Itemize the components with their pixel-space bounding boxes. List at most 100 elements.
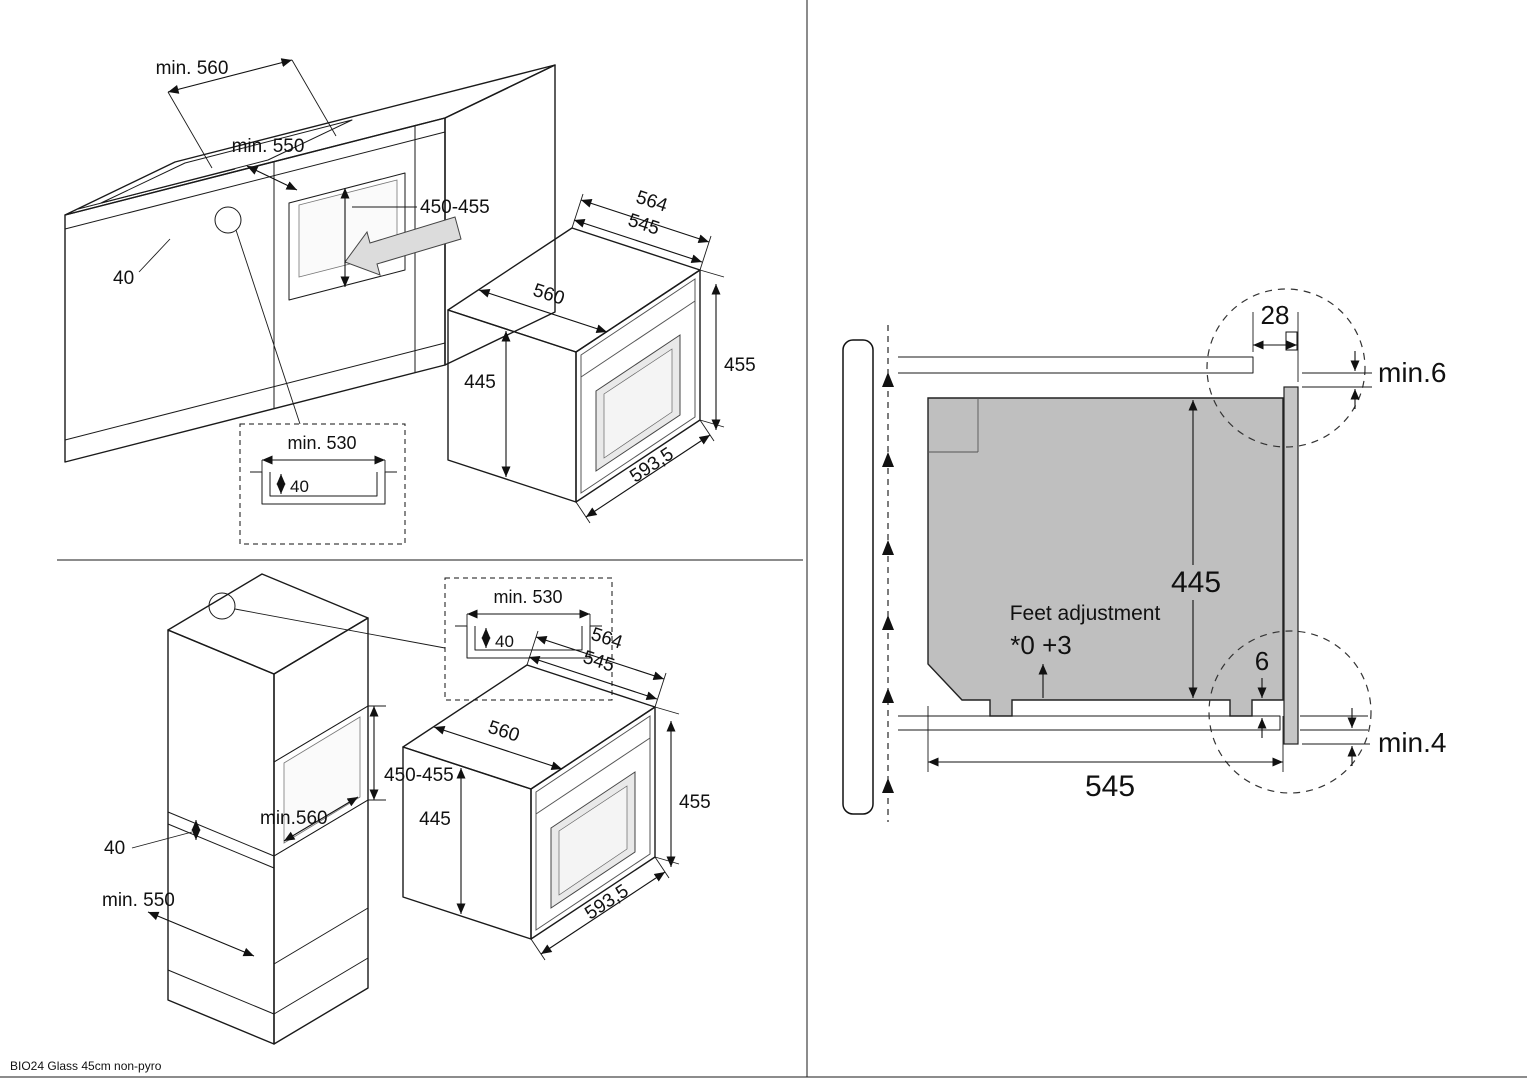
ext-line	[699, 269, 725, 278]
door-seam	[273, 907, 369, 965]
tall-cabinet-top-face	[167, 573, 369, 675]
ext-line	[654, 856, 670, 879]
detail-callout-circle	[208, 592, 236, 620]
rail-profile-inner	[269, 472, 378, 497]
oven-isometric-tall: 564 545 560 445 455 593,5	[402, 624, 711, 961]
dim-label-min550: min. 550	[232, 136, 305, 157]
inset-dim-min530: min. 530	[493, 587, 562, 607]
dim-line-560	[478, 288, 608, 334]
dim-label-545: 545	[1085, 770, 1135, 803]
feet-adjustment-range: *0 +3	[1010, 630, 1071, 660]
dim-line-min550	[246, 165, 298, 191]
dim-line-545	[528, 655, 658, 701]
model-footer-label: BIO24 Glass 45cm non-pyro	[10, 1059, 162, 1073]
airflow-arrow-icon	[882, 372, 894, 387]
dim-line-545	[573, 218, 703, 264]
base-cabinet-dimensions: min. 560 min. 550 450-455 40	[113, 58, 490, 289]
oven-dim-445: 445	[419, 809, 451, 830]
ext-line	[654, 856, 680, 865]
dim-line-5935	[540, 871, 666, 955]
ext-line	[575, 501, 591, 524]
oven-top-face	[447, 227, 701, 353]
cabinet-open-top	[100, 119, 353, 204]
oven-left-face	[447, 309, 577, 503]
oven-dim-560: 560	[485, 717, 522, 747]
oven-dim-445: 445	[464, 372, 496, 393]
tall-cabinet-right-face	[273, 617, 369, 1045]
dim-line-min560	[283, 796, 359, 842]
detail-circle-bottom	[1208, 630, 1372, 794]
bottom-shelf-panel	[898, 715, 1281, 731]
ext-line	[571, 193, 584, 229]
oven-control-panel-line	[535, 737, 651, 815]
dim-line-min560	[167, 58, 293, 94]
dim-label-28: 28	[1261, 300, 1290, 330]
dim-label-40: 40	[113, 268, 134, 289]
side-section-view: 28 min.6 445 Feet adjustment *0 +3 6 min…	[842, 288, 1446, 822]
airflow-arrow-icon	[882, 688, 894, 703]
ext-line	[699, 419, 715, 442]
rail-profile-outer	[455, 625, 602, 659]
detail-leader-line	[234, 608, 446, 649]
oven-dim-5935: 593,5	[581, 881, 632, 925]
airflow-arrows	[882, 372, 894, 793]
dim-label-min560: min. 560	[156, 58, 229, 79]
rail-profile-outer	[250, 471, 397, 505]
dim-label-min560: min.560	[260, 808, 328, 829]
inset-dim-40: 40	[495, 632, 514, 651]
detail-leader-line	[235, 229, 301, 425]
oven-dim-455: 455	[679, 792, 711, 813]
dim-label-40: 40	[104, 838, 125, 859]
front-rail-line	[77, 168, 236, 210]
tall-cabinet-rail-detail: min. 530 40	[444, 577, 613, 701]
base-cabinet-isometric	[64, 64, 556, 463]
plinth-line	[64, 342, 446, 441]
oven-isometric-base: 564 545 560 445 455 593,5	[447, 187, 756, 524]
airflow-arrow-icon	[882, 540, 894, 555]
detail-circle-top	[1206, 288, 1366, 448]
ext-line	[699, 419, 725, 428]
ext-line	[167, 91, 213, 169]
ext-line	[526, 630, 539, 666]
insertion-arrow	[344, 216, 462, 276]
ext-line	[654, 706, 680, 715]
leader-40	[131, 831, 193, 849]
inset-dim-40: 40	[290, 477, 309, 496]
wall-panel	[842, 339, 874, 815]
airflow-arrow-icon	[882, 778, 894, 793]
tall-cabinet-dimensions: 450-455 min.560 40 min. 550	[102, 705, 454, 957]
plinth-line	[167, 969, 275, 1015]
feet-adjustment-label: Feet adjustment	[1010, 602, 1161, 625]
oven-door-frame	[580, 278, 696, 494]
detail-callout-circle	[214, 206, 242, 234]
dim-label-min6: min.6	[1378, 357, 1446, 388]
ext-line	[699, 235, 712, 271]
inset-dim-min530: min. 530	[287, 433, 356, 453]
ext-line	[291, 59, 337, 137]
dim-line-5935	[585, 434, 711, 518]
oven-door-frame	[535, 715, 651, 931]
airflow-arrow-icon	[882, 615, 894, 630]
door-trim-detail	[1285, 331, 1298, 351]
dim-label-450-455: 450-455	[420, 197, 490, 218]
ext-line	[654, 672, 667, 708]
top-shelf-panel	[898, 356, 1254, 374]
oven-control-panel-line	[580, 300, 696, 378]
oven-dim-560: 560	[530, 280, 567, 310]
dim-label-450-455: 450-455	[384, 765, 454, 786]
dim-label-445: 445	[1171, 566, 1221, 599]
dim-label-min550: min. 550	[102, 890, 175, 911]
front-rail-line	[167, 823, 275, 869]
base-cabinet-rail-detail: min. 530 40	[239, 423, 406, 545]
oven-door-section	[1283, 386, 1299, 745]
tall-cabinet-left-face	[167, 629, 275, 1045]
oven-body-section	[927, 397, 1284, 717]
dim-label-min4: min.4	[1378, 727, 1446, 758]
dim-line-min550	[147, 911, 255, 957]
oven-dim-5935: 593,5	[626, 444, 677, 488]
dim-label-6: 6	[1255, 646, 1269, 676]
ext-line	[530, 938, 546, 961]
front-rail-line	[167, 811, 275, 857]
